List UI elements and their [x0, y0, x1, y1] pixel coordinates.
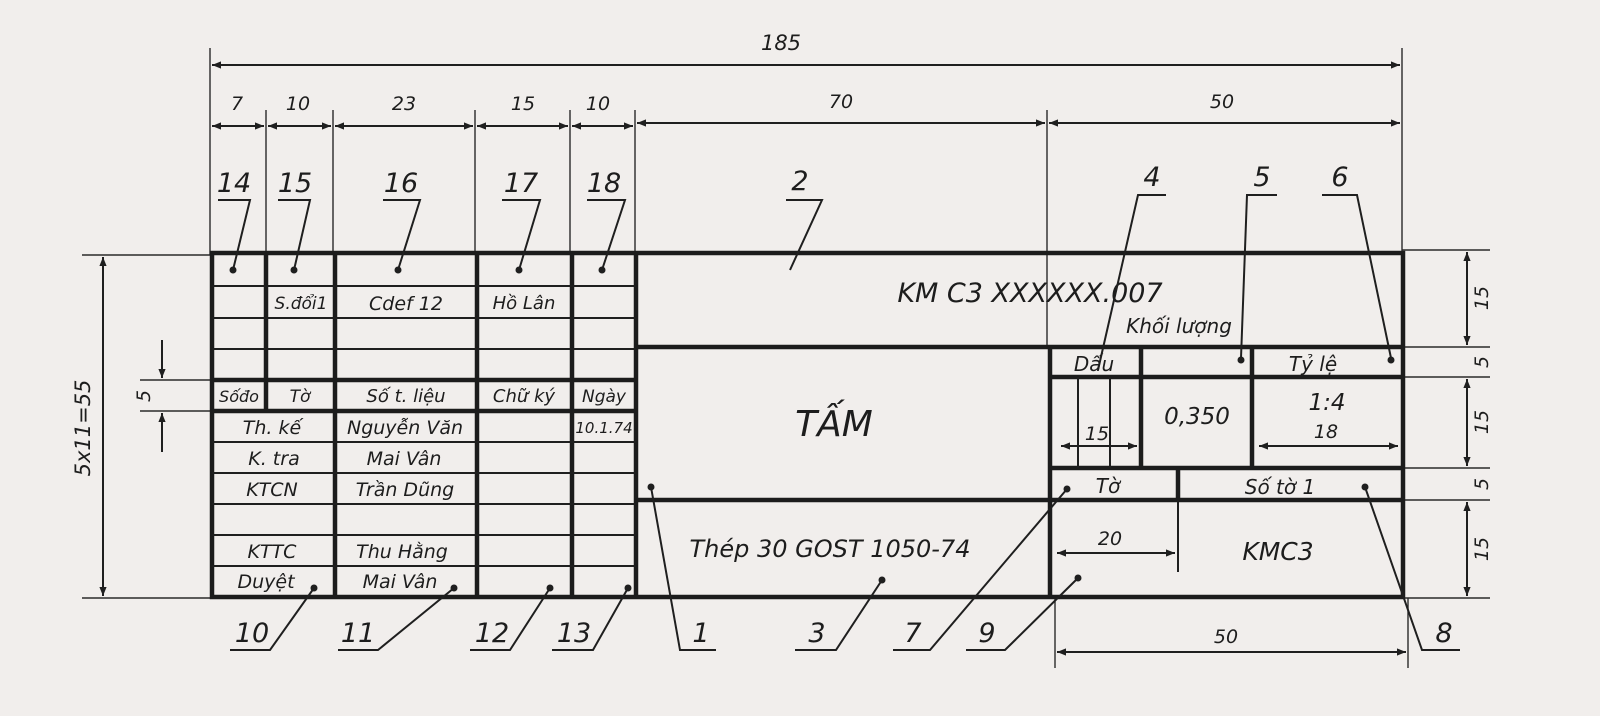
callout-1: 1: [692, 618, 709, 649]
dim-col-23: 23: [392, 93, 416, 115]
callout-14: 14: [217, 168, 251, 199]
title-block-frame: [209, 250, 1406, 600]
callout-5: 5: [1253, 162, 1270, 193]
dim-overall-width: 185: [761, 31, 801, 55]
part-name: TẤM: [795, 399, 873, 445]
role-approver: Duyệt: [237, 571, 296, 593]
callout-3: 3: [808, 618, 825, 649]
name-tech-control: Trần Dũng: [356, 479, 454, 501]
dim-right-5b: 5: [1471, 478, 1493, 490]
header-document-number: Số t. liệu: [366, 386, 445, 407]
dim-inner-20: 20: [1098, 528, 1122, 550]
name-designer: Nguyễn Văn: [347, 417, 463, 439]
dimension-lines: [99, 61, 1471, 656]
dim-col-70: 70: [829, 91, 853, 113]
dim-height-total: 5x11=55: [71, 380, 95, 477]
callout-4: 4: [1143, 162, 1160, 193]
callout-11: 11: [341, 618, 375, 649]
sheet-code: KMC3: [1242, 537, 1313, 566]
name-approver: Mai Vân: [363, 571, 438, 593]
title-block-text: KM C3 XXXXXX.007 TẤM Thép 30 GOST 1050-7…: [690, 278, 1346, 566]
dim-row-5: 5: [133, 390, 155, 402]
callout-16: 16: [384, 168, 418, 199]
callout-7: 7: [904, 618, 921, 649]
dim-col-10a: 10: [286, 93, 310, 115]
header-date: Ngày: [582, 387, 627, 407]
dim-bottom-50: 50: [1214, 626, 1238, 648]
callout-9: 9: [978, 618, 995, 649]
extension-lines: [82, 48, 1490, 668]
callout-leaders: [218, 194, 1460, 651]
header-scale: Tỷ lệ: [1289, 352, 1337, 376]
callout-18: 18: [587, 168, 621, 199]
sheets-label: Số tờ 1: [1245, 475, 1315, 499]
change-table: S.đổi1 Cdef 12 Hồ Lân Sốđo Tờ Số t. liệu…: [219, 293, 627, 407]
callout-13: 13: [557, 618, 591, 649]
name-standard-control: Thu Hằng: [356, 540, 448, 563]
dim-col-50-top: 50: [1210, 91, 1234, 113]
change-document-value: Cdef 12: [369, 293, 443, 315]
signature-rows: Th. kế Nguyễn Văn 10.1.74 K. tra Mai Vân…: [237, 417, 632, 593]
document-code: KM C3 XXXXXX.007: [897, 278, 1162, 309]
change-signature-value: Hồ Lân: [493, 293, 556, 314]
header-change-count: Sốđo: [219, 387, 259, 406]
mass-value: 0,350: [1164, 404, 1230, 430]
role-standard-control: KTTC: [248, 541, 298, 563]
callout-17: 17: [504, 168, 538, 199]
dim-col-15: 15: [511, 93, 535, 115]
dim-right-5a: 5: [1471, 356, 1493, 368]
sheet-label: Tờ: [1096, 474, 1122, 498]
name-checker: Mai Vân: [367, 448, 442, 470]
header-signature: Chữ ký: [493, 386, 556, 407]
callout-numbers: 14 15 16 17 18 2 4 5 6 10 11 12 13 1 3 7…: [217, 162, 1453, 649]
header-mass: Khối lượng: [1126, 314, 1232, 338]
callout-10: 10: [235, 618, 269, 649]
callout-12: 12: [475, 618, 509, 649]
callout-15: 15: [278, 168, 312, 199]
role-checker: K. tra: [248, 448, 299, 470]
header-mark: Dấu: [1074, 352, 1114, 376]
role-designer: Th. kế: [243, 417, 305, 439]
scale-value: 1:4: [1308, 390, 1345, 416]
date-designer: 10.1.74: [575, 419, 632, 437]
dim-col-10b: 10: [586, 93, 610, 115]
change-sheet-value: S.đổi1: [275, 293, 328, 314]
dim-right-15a: 15: [1471, 286, 1493, 310]
header-sheet: Tờ: [290, 387, 312, 407]
dim-right-15b: 15: [1471, 410, 1493, 434]
dimension-values: 185 7 10 23 15 10 70 50 5x11=55 5 15 5 1…: [71, 31, 1493, 648]
callout-8: 8: [1435, 618, 1452, 649]
callout-6: 6: [1331, 162, 1348, 193]
material: Thép 30 GOST 1050-74: [690, 535, 971, 563]
dim-col-7: 7: [231, 93, 243, 115]
dim-inner-18: 18: [1314, 421, 1338, 443]
role-tech-control: KTCN: [246, 479, 298, 501]
callout-2: 2: [791, 166, 808, 197]
dim-right-15c: 15: [1471, 537, 1493, 561]
dim-inner-15: 15: [1085, 423, 1109, 445]
